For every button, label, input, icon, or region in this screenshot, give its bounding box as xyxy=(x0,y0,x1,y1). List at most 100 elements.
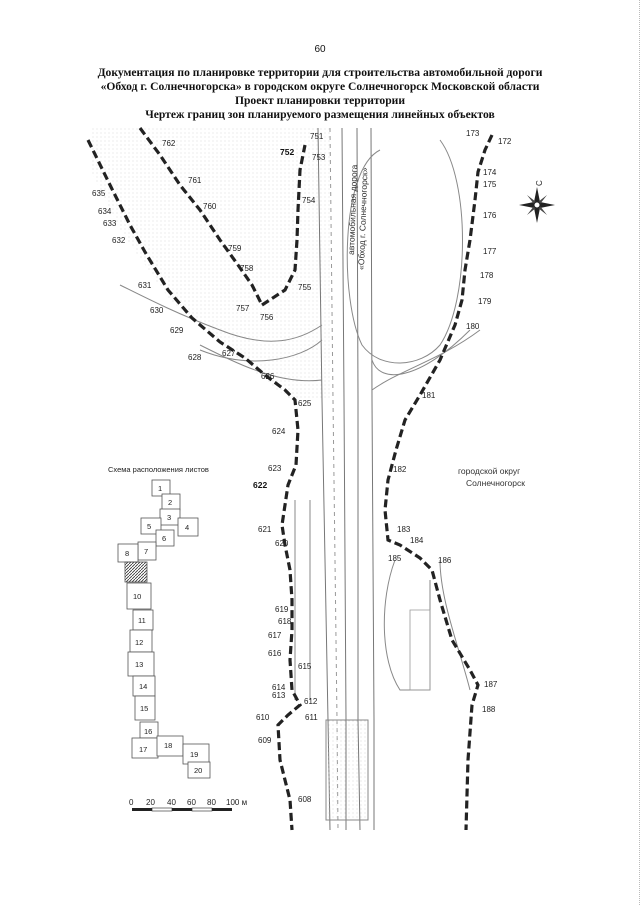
point-621: 621 xyxy=(258,525,272,534)
sheet-label-11: 11 xyxy=(138,616,146,625)
scale-label-40: 40 xyxy=(167,798,176,807)
point-178: 178 xyxy=(480,271,494,280)
scale-label-60: 60 xyxy=(187,798,196,807)
road-label-1: автомобильная дорога xyxy=(346,164,359,255)
scale-bar: 0 20 40 60 80 100 м xyxy=(129,798,247,812)
point-620: 620 xyxy=(275,539,289,548)
point-762: 762 xyxy=(162,139,176,148)
title-block: Документация по планировке территории дл… xyxy=(30,66,610,122)
interchange-ramps xyxy=(119,139,481,700)
scale-label-0: 0 xyxy=(129,798,134,807)
sheet-numbers: 1 2 3 4 5 6 7 8 10 11 12 13 14 15 16 17 … xyxy=(125,484,202,775)
point-759: 759 xyxy=(228,244,242,253)
sheet-label-5: 5 xyxy=(147,522,151,531)
point-756: 756 xyxy=(260,313,274,322)
point-629: 629 xyxy=(170,326,184,335)
point-625: 625 xyxy=(298,399,312,408)
district-label-2: Солнечногорск xyxy=(466,478,525,488)
point-628: 628 xyxy=(188,353,202,362)
sheet-label-20: 20 xyxy=(194,766,202,775)
point-180: 180 xyxy=(466,322,480,331)
sheet-label-6: 6 xyxy=(162,534,166,543)
green-zone xyxy=(90,128,330,400)
compass-rose-icon xyxy=(519,187,555,223)
point-631: 631 xyxy=(138,281,152,290)
point-758: 758 xyxy=(240,264,254,273)
sheet-label-8: 8 xyxy=(125,549,129,558)
point-757: 757 xyxy=(236,304,250,313)
title-line-2: «Обход г. Солнечногорска» в городском ок… xyxy=(100,80,540,93)
scale-label-100: 100 м xyxy=(226,798,247,807)
inset-title: Схема расположения листов xyxy=(108,465,209,474)
sheet-label-3: 3 xyxy=(167,513,171,522)
point-622: 622 xyxy=(253,480,267,490)
sheet-label-18: 18 xyxy=(164,741,172,750)
overpass xyxy=(325,719,369,821)
point-177: 177 xyxy=(483,247,497,256)
point-761: 761 xyxy=(188,176,202,185)
sheet-frames xyxy=(117,479,211,779)
sheet-layout-inset: Схема расположения листов 1 2 xyxy=(108,465,211,779)
point-613: 613 xyxy=(272,691,286,700)
sheet-label-14: 14 xyxy=(139,682,147,691)
point-183: 183 xyxy=(397,525,411,534)
point-612: 612 xyxy=(304,697,318,706)
point-751: 751 xyxy=(310,132,324,141)
point-624: 624 xyxy=(272,427,286,436)
point-610: 610 xyxy=(256,713,270,722)
point-630: 630 xyxy=(150,306,164,315)
road-label-2: «Обход г. Солнечногорск» xyxy=(356,167,370,270)
point-609: 609 xyxy=(258,736,272,745)
title-line-4: Чертеж границ зон планируемого размещени… xyxy=(145,108,495,121)
point-187: 187 xyxy=(484,680,498,689)
point-175: 175 xyxy=(483,180,497,189)
sheet-label-19: 19 xyxy=(190,750,198,759)
point-627: 627 xyxy=(222,349,236,358)
point-608: 608 xyxy=(298,795,312,804)
point-760: 760 xyxy=(203,202,217,211)
point-753: 753 xyxy=(312,153,326,162)
point-614: 614 xyxy=(272,683,286,692)
point-174: 174 xyxy=(483,168,497,177)
page-number: 60 xyxy=(314,44,326,55)
point-755: 755 xyxy=(298,283,312,292)
point-752: 752 xyxy=(280,147,294,157)
point-632: 632 xyxy=(112,236,126,245)
point-615: 615 xyxy=(298,662,312,671)
sheet-label-1: 1 xyxy=(158,484,162,493)
sheet-label-13: 13 xyxy=(135,660,143,669)
sheet-label-17: 17 xyxy=(139,745,147,754)
title-line-3: Проект планировки территории xyxy=(234,94,406,107)
point-176: 176 xyxy=(483,211,497,220)
point-634: 634 xyxy=(98,207,112,216)
point-626: 626 xyxy=(261,372,275,381)
point-618: 618 xyxy=(278,617,292,626)
point-754: 754 xyxy=(302,196,316,205)
point-623: 623 xyxy=(268,464,282,473)
point-184: 184 xyxy=(410,536,424,545)
point-179: 179 xyxy=(478,297,492,306)
sheet-label-15: 15 xyxy=(140,704,148,713)
scale-label-80: 80 xyxy=(207,798,216,807)
sheet-label-4: 4 xyxy=(185,523,189,532)
sheet-label-10: 10 xyxy=(133,592,141,601)
point-173: 173 xyxy=(466,129,480,138)
point-611: 611 xyxy=(305,713,318,722)
point-617: 617 xyxy=(268,631,282,640)
district-label-1: городской округ xyxy=(458,466,520,476)
point-619: 619 xyxy=(275,605,289,614)
north-letter: С xyxy=(535,180,544,186)
sheet-label-12: 12 xyxy=(135,638,143,647)
sheet-label-7: 7 xyxy=(144,547,148,556)
ramp-small-area xyxy=(409,609,431,691)
point-635: 635 xyxy=(92,189,106,198)
point-188: 188 xyxy=(482,705,496,714)
point-633: 633 xyxy=(103,219,117,228)
point-186: 186 xyxy=(438,556,452,565)
sheet-label-2: 2 xyxy=(168,498,172,507)
point-181: 181 xyxy=(422,391,436,400)
point-182: 182 xyxy=(393,465,407,474)
point-labels: 762 761 760 759 758 757 756 755 754 753 … xyxy=(92,129,512,804)
scale-label-20: 20 xyxy=(146,798,155,807)
